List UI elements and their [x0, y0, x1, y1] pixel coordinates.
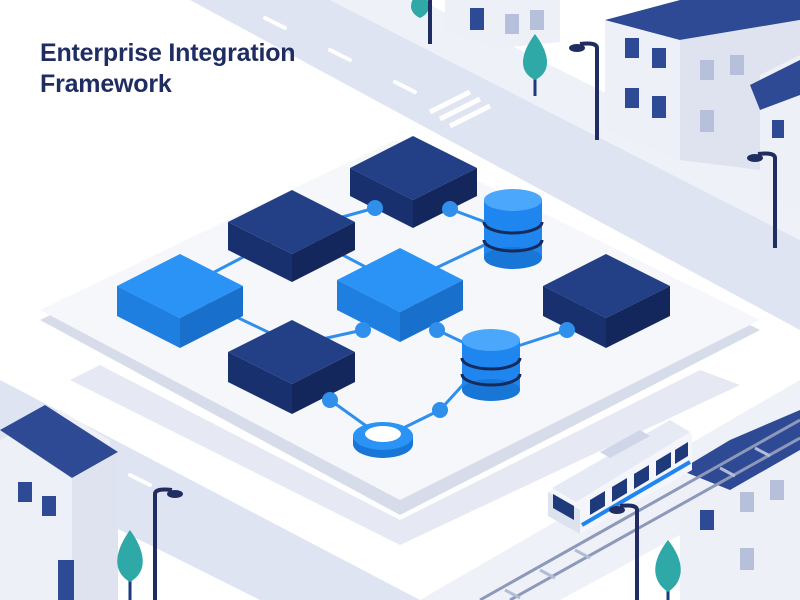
sidewalk-right	[330, 0, 800, 240]
crosswalk	[428, 89, 492, 129]
page-title: Enterprise Integration Framework	[40, 38, 400, 100]
street-lamp-bottom-left	[153, 487, 183, 600]
service-block-lower-left	[228, 320, 355, 414]
street-lamp-bottom-right	[609, 503, 639, 600]
tree-bottom-left	[117, 530, 143, 600]
tree-top	[522, 34, 548, 96]
service-block-center-highlight	[337, 248, 463, 342]
house-bottom-left	[0, 405, 118, 600]
house-top-right	[605, 0, 800, 175]
road-left-diagonal	[0, 380, 420, 600]
endpoint-disc	[353, 422, 413, 458]
tree-bottom-right	[655, 540, 681, 600]
service-block-right	[543, 254, 670, 348]
service-block-left-highlight	[117, 254, 243, 348]
title-line-2: Framework	[40, 70, 172, 98]
house-bottom-right	[680, 410, 800, 600]
tree-top-left	[411, 0, 429, 18]
service-blocks	[117, 136, 670, 414]
title-line-1: Enterprise Integration	[40, 39, 296, 67]
street-lamp-right	[747, 151, 777, 248]
database-upper	[482, 189, 544, 269]
connector-dots	[322, 200, 575, 418]
house-top-center	[445, 0, 560, 48]
service-block-upper-left	[228, 190, 355, 282]
database-lower	[460, 329, 522, 401]
service-block-top	[350, 136, 477, 228]
house-right-edge	[750, 55, 800, 210]
rail-track	[479, 418, 800, 600]
street-lamp-top	[569, 41, 599, 140]
lane-markings	[58, 16, 417, 487]
road-upper-diagonal	[190, 0, 800, 330]
train	[548, 420, 692, 534]
